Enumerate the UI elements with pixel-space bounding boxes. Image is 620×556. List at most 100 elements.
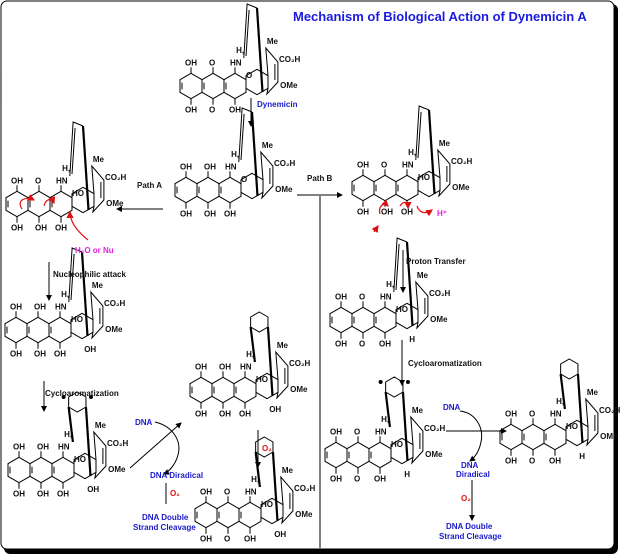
enol-curly-arrow-b3: [371, 225, 379, 233]
radical-dot: [88, 395, 93, 399]
atom-label-t3: HN: [402, 160, 414, 169]
proton-transfer-label: Proton Transfer: [406, 257, 466, 266]
enediyne-bridge: [68, 247, 83, 303]
atom-label-t2: O: [209, 58, 215, 67]
atom-label-co2h: CO₂H: [424, 424, 446, 433]
atom-label-ome: OMe: [280, 81, 298, 90]
atom-label-b2: OH: [381, 208, 393, 217]
atom-label-me: Me: [95, 421, 107, 430]
atom-label-t2: O: [35, 176, 41, 185]
atom-label-t2: O: [359, 292, 365, 301]
enol-curly-arrow-a1: [19, 194, 36, 210]
atom-label-mid: HO: [396, 305, 408, 314]
dna-left-arrow: [129, 422, 182, 469]
bridge-bond: [384, 391, 391, 428]
atom-label-co2h: CO₂H: [107, 439, 129, 448]
atom-label-mid: HO: [261, 500, 273, 509]
atom-label-t3: HN: [375, 427, 387, 436]
atom-label-b1: OH: [185, 106, 197, 115]
atom-label-mid: HO: [74, 455, 86, 464]
atom-label-t2: O: [381, 160, 387, 169]
enediyne-bridge: [69, 121, 84, 177]
atom-label-co2h: CO₂H: [599, 406, 620, 415]
atom-label-b2: O: [359, 340, 365, 349]
atom-label-ome: OMe: [425, 450, 443, 459]
atom-label-me: Me: [282, 466, 294, 475]
atom-label-t1: OH: [11, 176, 23, 185]
cleavage-left-line2: Strand Cleavage: [133, 523, 196, 532]
bridge-bond: [576, 373, 584, 444]
cyclohexene-ring: [410, 415, 424, 465]
atom-label-t3: HN: [380, 292, 392, 301]
dna-right-curved-arrow: [459, 410, 483, 462]
radical-dot: [61, 395, 66, 399]
dna-left-label: DNA: [135, 418, 153, 427]
atom-label-t3: HN: [58, 442, 70, 451]
atom-label-ome: OMe: [108, 465, 126, 474]
cyclohexene-ring: [90, 290, 104, 340]
atom-label-mid: HO: [391, 440, 403, 449]
cyclohexene-ring: [585, 397, 599, 447]
cyclohexene-ring: [265, 46, 279, 96]
atom-label-h: H,: [556, 397, 564, 406]
atom-label-t2: OH: [37, 442, 49, 451]
atom-label-me: Me: [412, 406, 424, 415]
bridge-bond: [254, 451, 261, 488]
atom-label-t2: O: [354, 427, 360, 436]
cycloaromatization-right-label: Cycloaromatization: [408, 359, 482, 368]
cyclohexene-ring: [91, 164, 105, 214]
cyclohexene-ring: [275, 350, 289, 400]
atom-label-ome: OMe: [275, 185, 293, 194]
atom-label-h: H,: [251, 475, 259, 484]
atom-label-b2: OH: [35, 224, 47, 233]
atom-label-ome: OMe: [290, 385, 308, 394]
atom-label-t1: OH: [335, 292, 347, 301]
atom-label-me: Me: [93, 155, 105, 164]
nucleophilic-attack-label: Nucleophilic attack: [53, 270, 126, 279]
atom-label-b3: OH: [57, 490, 69, 499]
path-a-label: Path A: [137, 181, 162, 190]
bridge-bond: [427, 109, 436, 195]
cyclohexene-ring: [260, 150, 274, 200]
atom-label-co2h: CO₂H: [279, 55, 301, 64]
atom-label-ome: OMe: [106, 199, 124, 208]
atom-label-h: H,: [408, 148, 416, 157]
cleavage-left-line1: DNA Double: [142, 513, 189, 522]
atom-label-t3: HN: [245, 487, 257, 496]
benzene-ring: [250, 311, 269, 333]
atom-label-t2: OH: [204, 162, 216, 171]
dna-right-label: DNA: [443, 403, 461, 412]
atom-label-me: Me: [277, 341, 289, 350]
atom-label-b1: OH: [200, 535, 212, 544]
benzene-ring: [560, 358, 579, 380]
atom-label-b1: OH: [13, 490, 25, 499]
atom-label-b3: OH: [54, 350, 66, 359]
atom-label-ome: OMe: [452, 183, 470, 192]
atom-label-b1: OH: [195, 410, 207, 419]
atom-label-h: H,: [61, 290, 69, 299]
atom-label-b1: OH: [357, 208, 369, 217]
atom-label-me: Me: [417, 271, 429, 280]
atom-label-t1: OH: [200, 487, 212, 496]
enol-curly-arrow-a2: [43, 196, 56, 207]
atom-label-t3: HN: [55, 302, 67, 311]
atom-label-b3: OH: [379, 340, 391, 349]
cleavage-right-line1: DNA Double: [446, 522, 493, 531]
atom-label-mid: HO: [72, 189, 84, 198]
cyclohexene-ring: [437, 148, 451, 198]
atom-label-t1: OH: [13, 442, 25, 451]
atom-label-b3: OH: [224, 210, 236, 219]
bridge-bond: [401, 391, 409, 462]
alkyne-bond: [245, 9, 250, 57]
atom-label-t3: HN: [550, 409, 562, 418]
benzene-ring: [255, 436, 274, 458]
atom-label-mid: HO: [256, 375, 268, 384]
enediyne-bridge: [393, 237, 408, 293]
